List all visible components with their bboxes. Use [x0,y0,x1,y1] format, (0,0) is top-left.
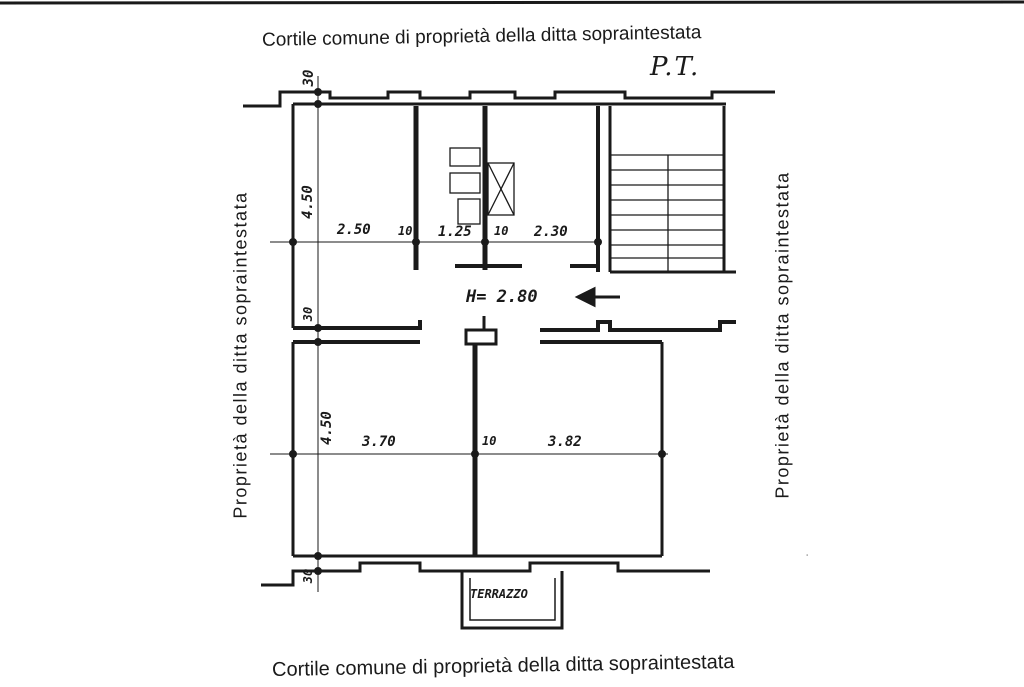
neighbor-label-left: Proprietà della ditta sopraintestata [230,191,251,519]
dim-lower-wall: 10 [482,434,497,448]
floor-level-label: P.T. [650,52,701,82]
corridor-wall-lower-right [540,320,736,332]
fixture-sink [449,147,481,167]
dimension-lines [270,76,668,592]
dim-upper-wall-2: 10 [494,224,509,238]
corridor-wall-lower-left [293,320,422,330]
bathroom-fixtures [449,147,515,225]
terrace-inner [469,578,556,621]
dim-upper-wall-1: 10 [398,224,413,238]
fixture-wc [457,198,481,225]
dim-kitchen-width: 2.30 [534,224,568,240]
dim-lower-left-width: 3.70 [362,434,396,450]
top-wall [243,90,775,108]
stairs [610,154,724,272]
dim-bottom-wall: 30 [301,568,315,584]
bottom-wall [261,561,710,587]
dim-bath-width: 1.25 [438,224,472,240]
scan-speck: · [805,548,810,564]
dim-top-wall: 30 [301,69,317,87]
dim-lower-right-width: 3.82 [548,434,582,450]
interior-walls [293,106,736,556]
dim-upper-depth: 4.50 [300,185,316,219]
neighbor-label-right: Proprietà della ditta sopraintestata [772,171,793,499]
dim-upper-left-width: 2.50 [337,222,371,238]
room-height-label: H= 2.80 [466,287,538,307]
page-top-border [0,0,1024,5]
chimney-block [464,328,498,346]
entrance-arrow [574,286,620,308]
fixture-bidet [449,172,481,194]
terrace-outline [460,571,564,630]
dim-corridor-wall: 30 [301,306,315,322]
terrace-label: TERRAZZO [470,587,528,601]
fixture-shower [487,162,515,216]
dim-lower-depth: 4.50 [319,411,335,445]
